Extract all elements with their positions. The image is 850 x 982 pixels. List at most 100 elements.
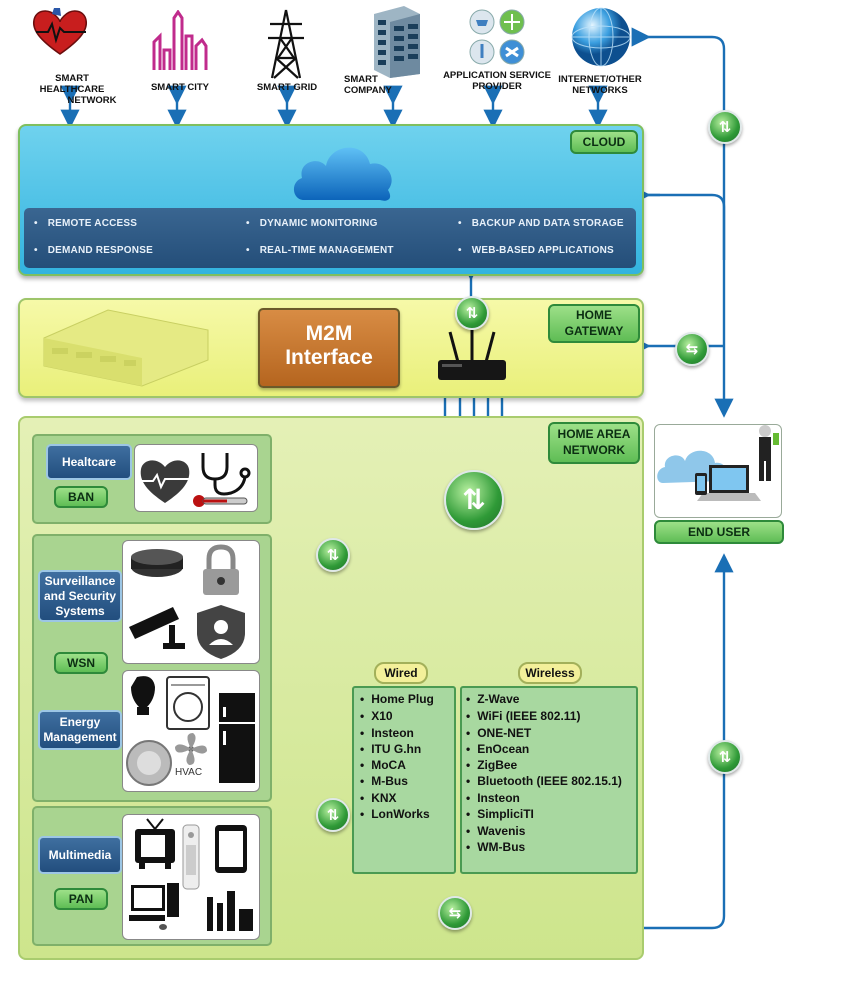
ban-tag: BAN — [54, 486, 108, 508]
source-label: PROVIDER — [472, 81, 522, 92]
wireless-tag: Wireless — [518, 662, 582, 684]
bidirectional-vertical-icon: ⇅ — [316, 538, 350, 572]
source-label: NETWORKS — [572, 85, 628, 96]
bidirectional-vertical-large-icon: ⇅ — [444, 470, 504, 530]
hvac-label: HVAC — [175, 767, 203, 778]
wired-tag: Wired — [374, 662, 428, 684]
wireless-item: SimpliciTI — [466, 807, 534, 821]
wired-protocol-list: Home Plug X10 Insteon ITU G.hn MoCA M-Bu… — [352, 686, 456, 874]
wireless-item: ONE-NET — [466, 726, 531, 740]
han-tag-line: HOME AREA — [557, 427, 631, 441]
heart-monitor-icon — [140, 460, 190, 503]
smoke-detector-icon — [131, 549, 183, 577]
cloud-icon — [293, 147, 392, 201]
wired-item: ITU G.hn — [360, 742, 421, 756]
m2m-interface-box: M2M Interface — [258, 308, 400, 388]
wired-item: M-Bus — [360, 774, 408, 788]
bidirectional-vertical-icon: ⇅ — [455, 296, 489, 330]
energy-label-line: Energy — [59, 715, 101, 729]
wireless-item: Wavenis — [466, 824, 525, 838]
wireless-item: ZigBee — [466, 758, 517, 772]
pan-tag: PAN — [54, 888, 108, 910]
light-bulb-icon — [131, 676, 155, 715]
gateway-tag-line: GATEWAY — [564, 324, 624, 338]
source-label: COMPANY — [344, 85, 392, 96]
source-label: NETWORK — [67, 95, 117, 106]
laptop-icon — [697, 465, 761, 501]
surveillance-devices-box — [122, 540, 260, 664]
power-tower-icon — [268, 9, 304, 79]
tablet-icon — [215, 825, 247, 873]
hvac-fan-icon — [175, 733, 207, 765]
end-user-tag: END USER — [654, 520, 784, 544]
washing-machine-icon — [166, 676, 210, 730]
service-item: REAL-TIME MANAGEMENT — [246, 245, 394, 256]
source-label: SMART HEALTHCARE — [39, 73, 105, 95]
wireless-item: Bluetooth (IEEE 802.15.1) — [466, 774, 622, 788]
end-user-box — [654, 424, 782, 518]
wireless-item: Z-Wave — [466, 692, 519, 706]
bidirectional-vertical-icon: ⇅ — [708, 740, 742, 774]
speakers-icon — [207, 891, 253, 931]
gateway-tag-line: HOME — [576, 308, 612, 322]
bidirectional-horizontal-icon: ⇆ — [675, 332, 709, 366]
source-label: SMART GRID — [256, 82, 318, 93]
wired-item: KNX — [360, 791, 396, 805]
thermometer-icon — [193, 495, 248, 507]
phone-icon — [695, 473, 707, 495]
surveillance-label-line: and Security — [43, 588, 117, 603]
wireless-item: WiFi (IEEE 802.11) — [466, 709, 580, 723]
service-item: DEMAND RESPONSE — [34, 245, 153, 256]
healthcare-label: Healtcare — [46, 444, 132, 480]
energy-devices-box: HVAC — [122, 670, 260, 792]
cloud-services-box: REMOTE ACCESS DYNAMIC MONITORING BACKUP … — [24, 208, 636, 268]
source-label: SMART — [344, 74, 378, 85]
surveillance-label-line: Surveillance — [44, 573, 116, 588]
building-icon — [374, 6, 420, 78]
service-icons-icon — [468, 8, 528, 68]
tv-icon — [135, 818, 175, 869]
person-icon — [759, 425, 779, 481]
service-item: WEB-BASED APPLICATIONS — [458, 245, 614, 256]
meter-icon — [126, 740, 172, 786]
city-icon — [152, 10, 208, 70]
m2m-subtitle: Interface — [285, 346, 373, 369]
shield-user-icon — [197, 605, 245, 659]
wireless-item: WM-Bus — [466, 840, 525, 854]
wired-item: MoCA — [360, 758, 406, 772]
stethoscope-icon — [201, 453, 251, 496]
wireless-item: EnOcean — [466, 742, 529, 756]
padlock-icon — [203, 544, 239, 595]
wsn-tag: WSN — [54, 652, 108, 674]
bidirectional-vertical-icon: ⇅ — [708, 110, 742, 144]
remote-control-icon — [182, 824, 200, 890]
gateway-device-icon — [43, 309, 209, 387]
healthcare-devices-box — [134, 444, 258, 512]
source-label: INTERNET/OTHER — [558, 74, 642, 85]
bidirectional-vertical-icon: ⇅ — [316, 798, 350, 832]
wired-item: X10 — [360, 709, 392, 723]
cloud-tag: CLOUD — [570, 130, 638, 154]
wired-item: Home Plug — [360, 692, 434, 706]
wireless-protocol-list: Z-Wave WiFi (IEEE 802.11) ONE-NET EnOcea… — [460, 686, 638, 874]
desktop-computer-icon — [129, 883, 179, 930]
service-item: DYNAMIC MONITORING — [246, 218, 378, 229]
heart-icon — [32, 8, 88, 55]
bidirectional-horizontal-icon: ⇆ — [438, 896, 472, 930]
source-label: SMART CITY — [150, 82, 210, 93]
service-item: REMOTE ACCESS — [34, 218, 137, 229]
surveillance-label-line: Systems — [55, 603, 105, 618]
wireless-item: Insteon — [466, 791, 520, 805]
wired-item: LonWorks — [360, 807, 429, 821]
multimedia-label: Multimedia — [38, 836, 122, 874]
router-icon — [438, 330, 506, 380]
globe-icon — [571, 7, 631, 67]
gateway-tag: HOME GATEWAY — [548, 304, 640, 343]
han-tag-line: NETWORK — [563, 443, 625, 457]
refrigerator-icon — [219, 693, 255, 783]
multimedia-devices-box — [122, 814, 260, 940]
service-item: BACKUP AND DATA STORAGE — [458, 218, 624, 229]
wired-item: Insteon — [360, 726, 414, 740]
source-label: APPLICATION SERVICE — [443, 70, 551, 81]
m2m-title: M2M — [305, 322, 353, 345]
